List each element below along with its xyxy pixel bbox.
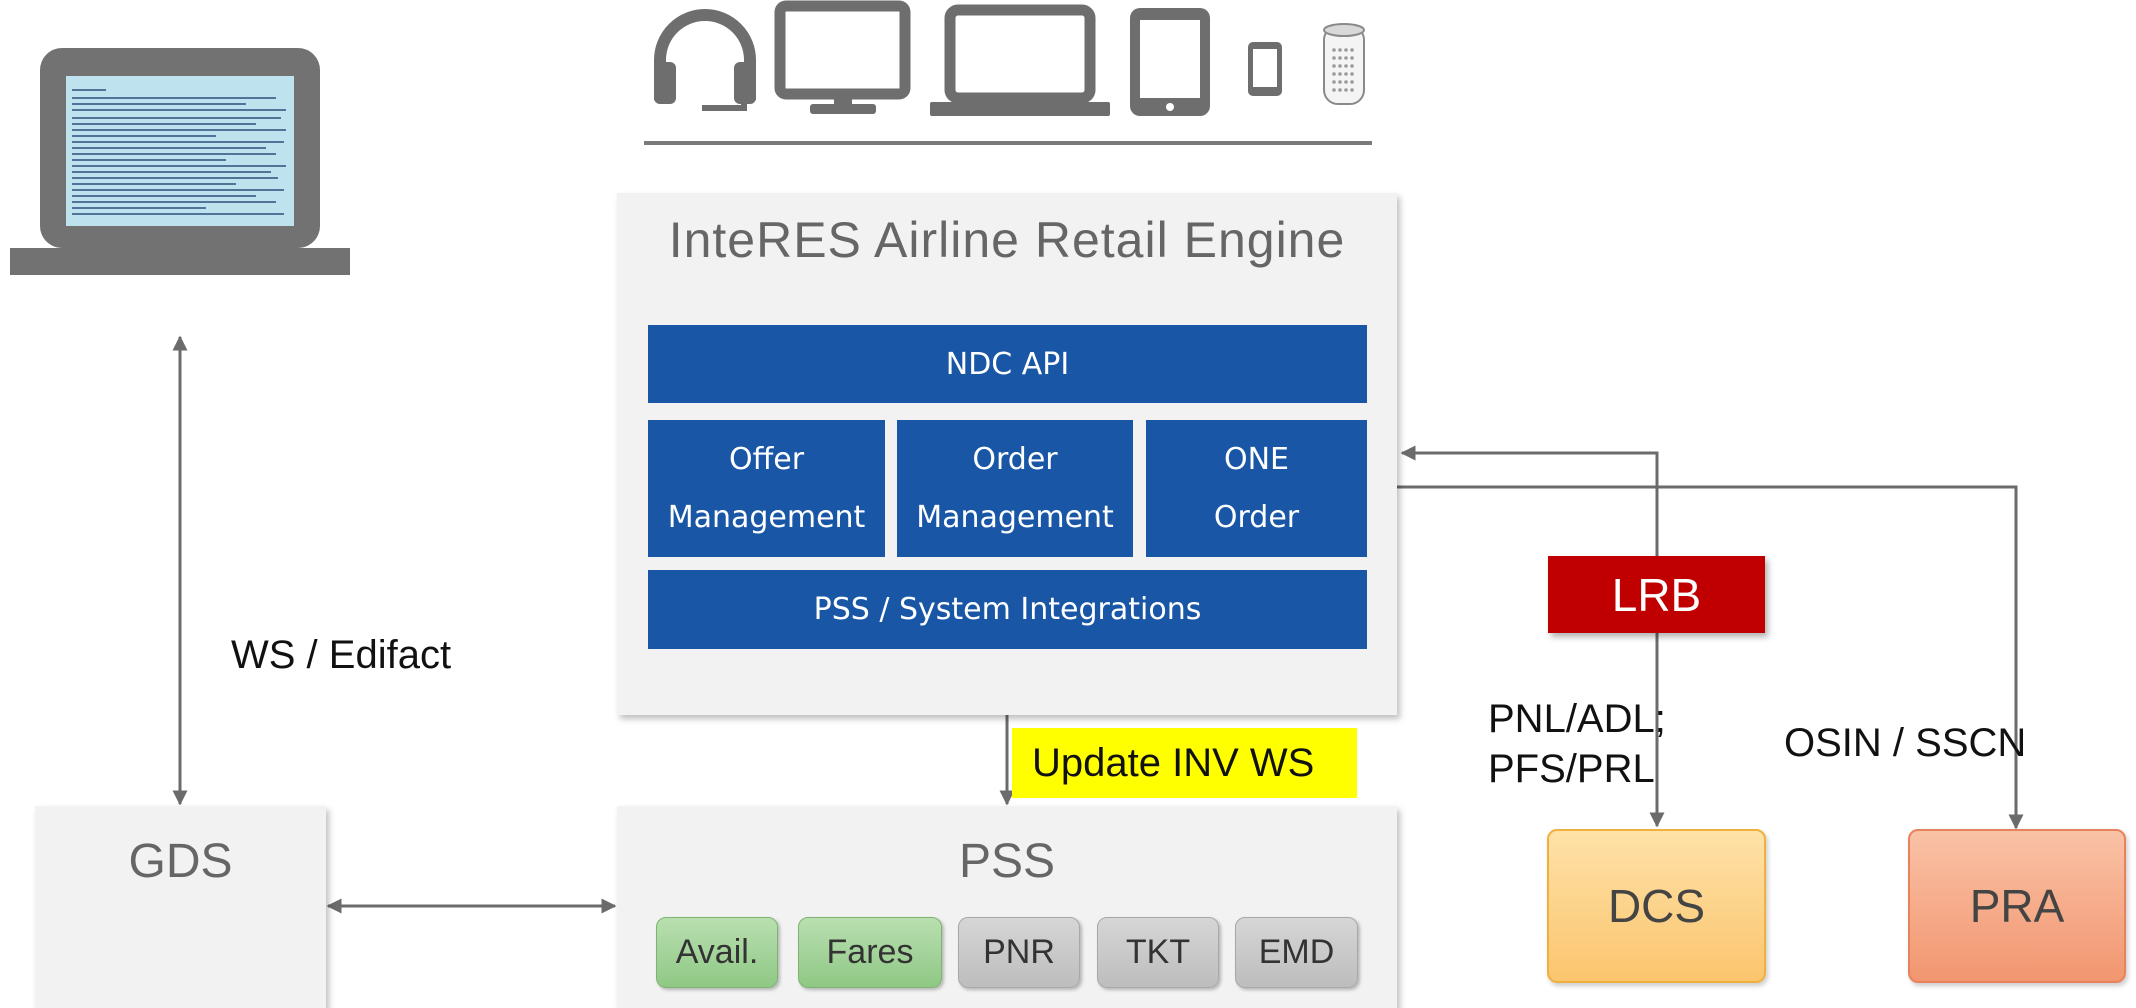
gds-box: GDS (35, 806, 326, 1008)
arrow-lrb-engine (1400, 445, 1659, 556)
order-management-line1: Order (972, 441, 1058, 477)
ndc-api-block: NDC API (648, 325, 1367, 403)
order-management-block: Order Management (897, 420, 1133, 557)
dcs-box: DCS (1547, 829, 1766, 983)
gds-terminal-laptop-icon (10, 48, 350, 278)
osin-sscn-label: OSIN / SSCN (1784, 721, 2027, 765)
one-order-line1: ONE (1223, 441, 1289, 477)
phone-icon (1248, 42, 1282, 96)
arrow-pra-engine (1366, 479, 2024, 830)
lrb-label: LRB (1611, 568, 1702, 621)
devices-row (640, 0, 1380, 130)
monitor-icon (774, 0, 911, 114)
pss-module-tkt: TKT (1097, 917, 1219, 988)
pss-integrations-block: PSS / System Integrations (648, 570, 1367, 649)
one-order-block: ONE Order (1146, 420, 1367, 557)
pra-label: PRA (1969, 880, 2065, 932)
ws-edifact-label: WS / Edifact (231, 633, 452, 677)
pss-label: PSS (958, 835, 1056, 888)
engine-title: InteRES Airline Retail Engine (668, 212, 1346, 268)
laptop-icon (930, 4, 1110, 116)
pss-module-emd: EMD (1235, 917, 1358, 988)
offer-management-line2: Management (667, 499, 866, 535)
pnl-adl-line1: PNL/ADL; (1488, 697, 1666, 741)
one-order-line2: Order (1213, 499, 1300, 535)
pnl-adl-line2: PFS/PRL (1488, 747, 1655, 791)
lrb-box: LRB (1548, 556, 1765, 633)
update-inv-ws-label-box: Update INV WS (1012, 728, 1357, 798)
update-inv-ws-label: Update INV WS (1032, 741, 1315, 785)
order-management-line2: Management (916, 499, 1114, 535)
pra-box: PRA (1908, 829, 2126, 983)
headset-icon (654, 9, 756, 111)
tablet-icon (1130, 8, 1210, 116)
pss-module-pnr: PNR (958, 917, 1080, 988)
terminal-screen (66, 76, 294, 226)
offer-management-block: Offer Management (648, 420, 885, 557)
pss-module-avail: Avail. (656, 917, 778, 988)
dcs-label: DCS (1607, 880, 1706, 932)
gds-label: GDS (128, 835, 233, 888)
pnl-adl-label: PNL/ADL; PFS/PRL (1488, 694, 1666, 794)
pss-module-fares: Fares (798, 917, 942, 988)
offer-management-line1: Offer (728, 441, 805, 477)
smart-speaker-icon (1323, 23, 1365, 105)
